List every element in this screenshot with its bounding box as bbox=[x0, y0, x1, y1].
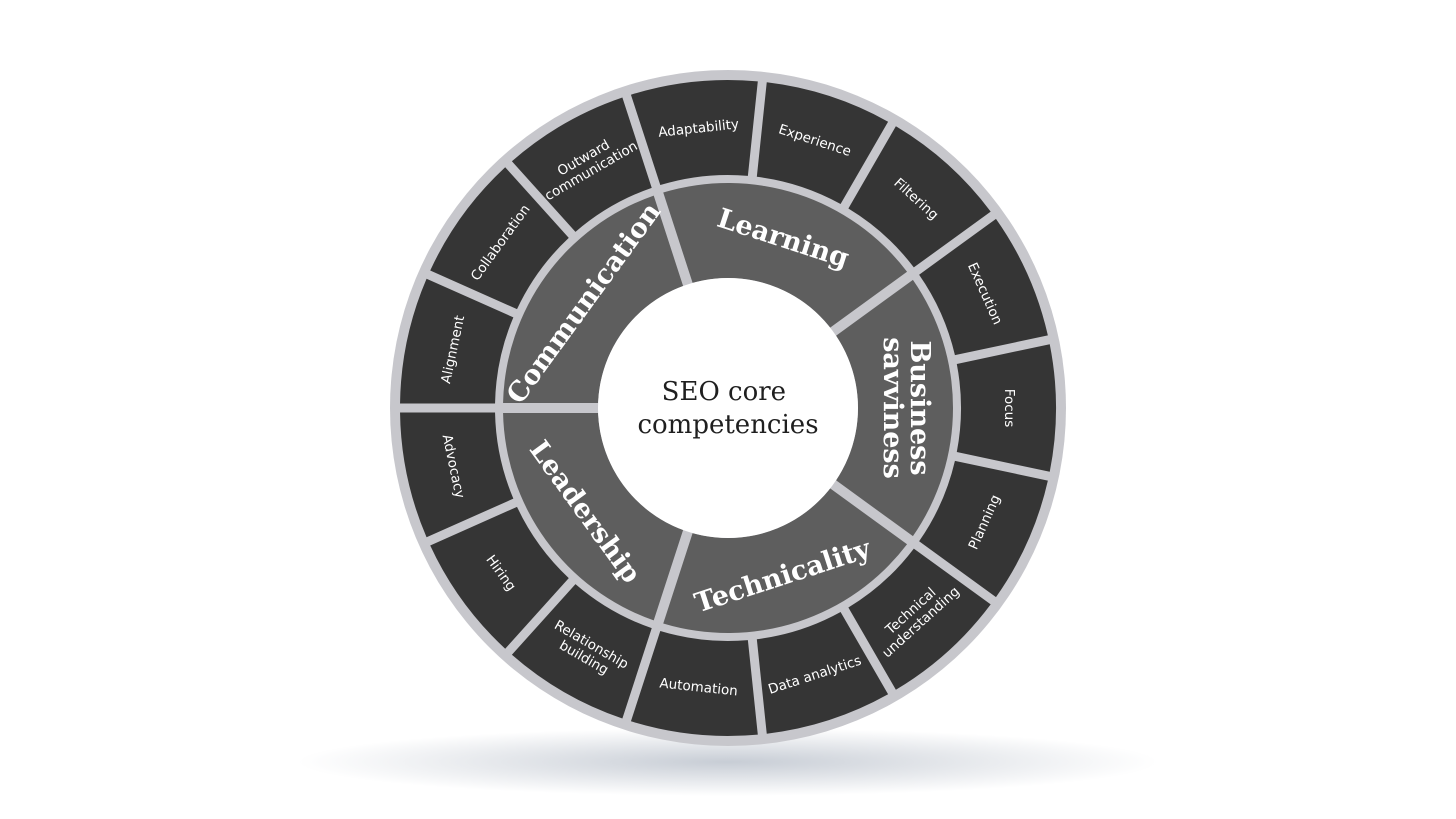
competency-label-business-savviness-line: Business bbox=[905, 340, 936, 475]
skill-segment-execution bbox=[919, 218, 1048, 356]
skill-segment-automation bbox=[630, 630, 758, 736]
competency-segment-leadership bbox=[503, 412, 684, 621]
competency-segment-business-savviness bbox=[836, 279, 954, 537]
competency-label-business-savviness-line: savviness bbox=[878, 337, 909, 479]
competency-label-business-savviness: Businesssavviness bbox=[878, 337, 936, 479]
skill-segment-filtering bbox=[848, 126, 991, 268]
skill-segment-data-analytics bbox=[756, 611, 889, 734]
center-disc bbox=[598, 278, 858, 538]
center-label: SEO core competencies bbox=[637, 377, 818, 440]
skill-segment-adaptability bbox=[630, 80, 758, 186]
skill-label-focus-line: Focus bbox=[1001, 389, 1017, 428]
skill-label-focus: Focus bbox=[1001, 389, 1017, 428]
wheel-segments: CommunicationAlignmentCollaborationOutwa… bbox=[400, 80, 1056, 736]
center-line-1: SEO core bbox=[662, 377, 786, 407]
skill-segment-experience bbox=[756, 82, 889, 205]
skill-segment-advocacy bbox=[400, 412, 514, 538]
skill-segment-focus bbox=[956, 344, 1056, 472]
competency-segment-communication bbox=[503, 195, 684, 404]
skill-segment-alignment bbox=[400, 278, 514, 404]
competency-segment-learning bbox=[663, 183, 908, 328]
skill-segment-outward-communication bbox=[511, 97, 652, 232]
skill-segment-planning bbox=[919, 460, 1048, 598]
competency-segment-technicality bbox=[663, 488, 908, 633]
floor-shadow bbox=[298, 728, 1158, 796]
skill-segment-hiring bbox=[430, 506, 569, 649]
skill-segment-relationship-building bbox=[511, 584, 652, 719]
skill-segment-collaboration bbox=[430, 167, 569, 310]
center-line-2: competencies bbox=[637, 410, 818, 440]
skill-segment-technical-understanding bbox=[848, 548, 991, 690]
